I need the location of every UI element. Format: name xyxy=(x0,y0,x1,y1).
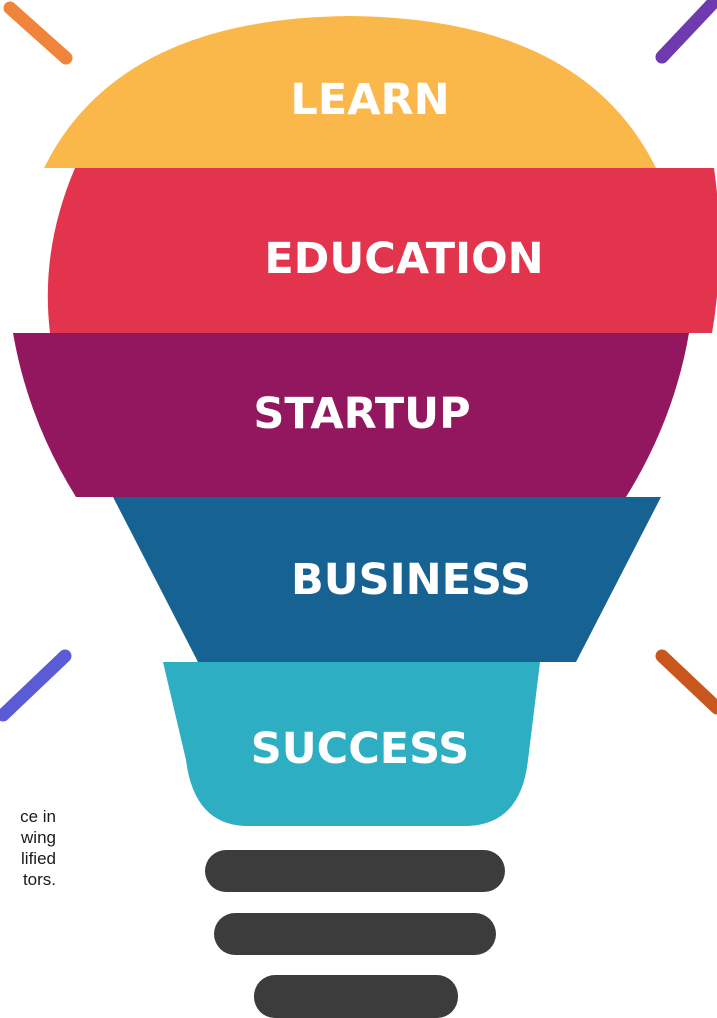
base-bar-1 xyxy=(205,850,505,892)
base-bar-2 xyxy=(214,913,496,955)
education-segment xyxy=(47,168,717,333)
learn-label: LEARN xyxy=(290,75,449,125)
right-ray xyxy=(655,649,717,715)
learn-segment xyxy=(44,16,656,168)
business-label: BUSINESS xyxy=(291,555,531,605)
side-text-line-2: wing xyxy=(21,828,56,847)
base-bar-3 xyxy=(254,975,458,1018)
side-text-fragment: ce in wing lified tors. xyxy=(0,806,56,890)
top-left-ray xyxy=(3,1,73,65)
startup-label: STARTUP xyxy=(253,389,470,439)
education-label: EDUCATION xyxy=(264,234,543,284)
side-text-line-1: ce in xyxy=(20,807,56,826)
side-text-line-4: tors. xyxy=(22,870,56,889)
business-segment xyxy=(113,497,661,662)
top-right-ray xyxy=(655,0,717,64)
startup-segment xyxy=(13,333,689,497)
left-ray xyxy=(0,649,72,722)
side-text-line-3: lified xyxy=(21,849,56,868)
success-label: SUCCESS xyxy=(251,724,469,774)
success-segment xyxy=(163,662,540,826)
